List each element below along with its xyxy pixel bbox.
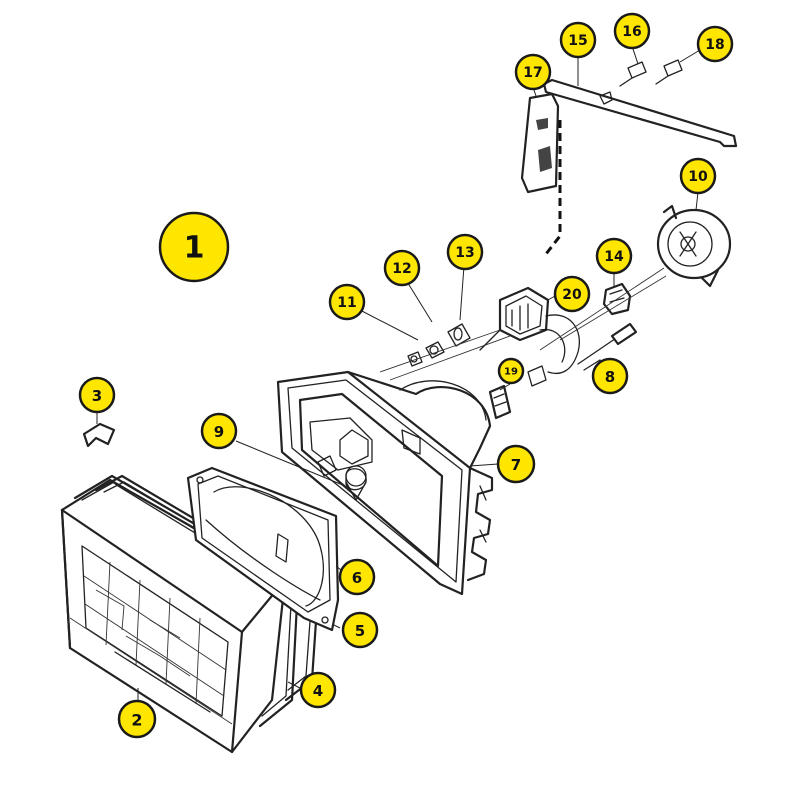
callout-badge-16: 16: [613, 12, 651, 50]
callout-label-18: 18: [705, 37, 724, 53]
wire-terminal: [577, 322, 638, 371]
bulb: [235, 440, 367, 491]
callout-badge-2: 2: [117, 699, 157, 739]
callout-label-12: 12: [392, 261, 411, 277]
callout-label-5: 5: [355, 622, 365, 640]
callout-label-2: 2: [131, 711, 142, 730]
bracket-bar: [542, 58, 738, 148]
reflector: [186, 466, 347, 632]
callout-label-17: 17: [523, 65, 542, 81]
callout-badge-3: 3: [78, 376, 116, 414]
callout-badge-7: 7: [496, 444, 536, 484]
callout-label-14: 14: [604, 249, 624, 265]
callout-badge-4: 4: [299, 671, 337, 709]
lamp-socket: [479, 286, 580, 387]
callout-badge-18: 18: [696, 25, 734, 63]
headlamp-housing: [276, 370, 499, 596]
callout-label-1: 1: [184, 231, 205, 266]
callout-label-11: 11: [337, 295, 356, 311]
callout-badge-1: 1: [158, 211, 230, 283]
callout-label-19: 19: [504, 367, 518, 378]
callout-label-8: 8: [605, 368, 615, 386]
callout-label-9: 9: [214, 423, 224, 441]
callout-badge-6: 6: [338, 558, 376, 596]
callout-badge-20: 20: [553, 275, 591, 313]
callout-badge-12: 12: [383, 249, 421, 287]
screws: [619, 45, 701, 87]
headlamp-lens: [60, 478, 287, 754]
callout-label-15: 15: [568, 33, 587, 49]
connector: [488, 383, 512, 420]
callout-badge-13: 13: [446, 233, 484, 271]
callout-badge-9: 9: [200, 412, 238, 450]
callout-badge-19: 19: [497, 357, 525, 385]
callout-label-13: 13: [455, 245, 474, 261]
callout-badge-5: 5: [341, 611, 379, 649]
callout-label-6: 6: [352, 569, 362, 587]
mounting-clip: [82, 410, 116, 448]
callout-label-16: 16: [622, 24, 641, 40]
callout-label-10: 10: [688, 169, 708, 185]
callout-label-4: 4: [313, 682, 323, 700]
fittings: [359, 265, 511, 381]
callout-label-20: 20: [562, 287, 582, 303]
callout-badge-14: 14: [595, 237, 633, 275]
callout-label-7: 7: [511, 456, 521, 474]
callout-badge-8: 8: [591, 357, 629, 395]
plug: [602, 270, 632, 316]
callout-label-3: 3: [92, 387, 102, 405]
adjuster-bracket: [520, 83, 562, 255]
dust-cap: [539, 191, 732, 351]
callout-badge-17: 17: [514, 53, 552, 91]
callout-badge-10: 10: [679, 157, 717, 195]
callout-badge-15: 15: [559, 21, 597, 59]
callout-badge-11: 11: [328, 283, 366, 321]
